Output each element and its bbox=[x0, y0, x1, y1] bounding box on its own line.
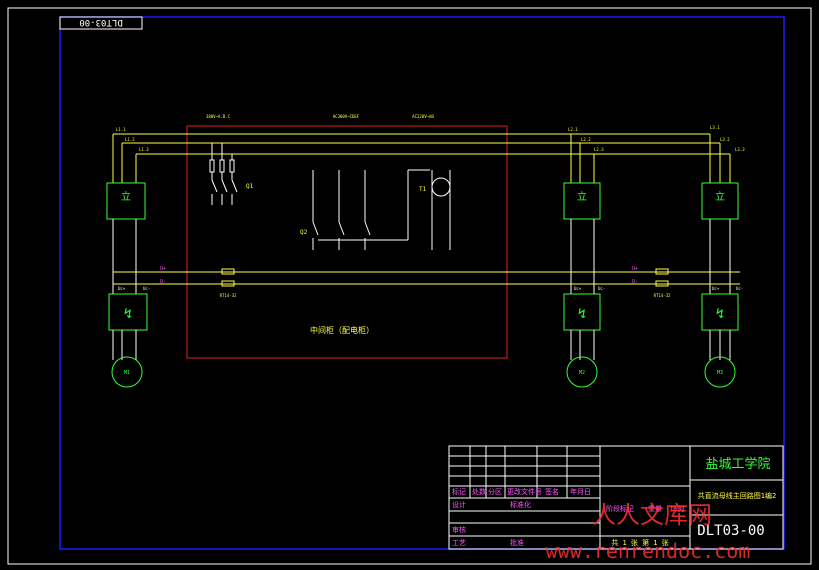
dc-minus-label: U- bbox=[160, 279, 166, 285]
rev-header: 签名 bbox=[545, 487, 559, 496]
bus-label: L3.2 bbox=[720, 137, 730, 142]
sheet-border-inner bbox=[59, 16, 785, 550]
role-label: 审核 bbox=[452, 525, 466, 534]
inverter-uc-label: Uc- bbox=[736, 286, 743, 291]
converter-to-inverter-links bbox=[112, 219, 731, 294]
right-header: 比例 bbox=[670, 504, 684, 513]
svg-text:↯: ↯ bbox=[124, 306, 132, 322]
inverter-left: ↯ bbox=[108, 293, 148, 331]
dc-minus-label-right: U- bbox=[632, 279, 638, 285]
rev-header: 年月日 bbox=[570, 487, 591, 496]
right-header: 阶段标记 bbox=[606, 504, 634, 513]
dc-plus-label: U+ bbox=[160, 266, 166, 272]
fuse-label-left: RT14-32 bbox=[220, 293, 237, 298]
sheet-border-outer bbox=[7, 7, 812, 565]
motor-left: M1 bbox=[111, 356, 143, 388]
svg-text:M3: M3 bbox=[717, 370, 723, 376]
mid-header: 标准化 bbox=[510, 500, 531, 509]
svg-text:立: 立 bbox=[715, 190, 725, 203]
bus-label: L2.2 bbox=[581, 137, 591, 142]
inverter-uc-label: Uc+ bbox=[574, 286, 582, 291]
bus-label: L3.1 bbox=[710, 125, 720, 130]
title-block bbox=[448, 445, 784, 550]
corner-code-box bbox=[59, 16, 143, 30]
converter-right: 立 bbox=[701, 182, 739, 220]
fuse-label-right: RT14-32 bbox=[654, 293, 671, 298]
ac-drops-left bbox=[112, 134, 137, 183]
dc-buses bbox=[113, 271, 740, 285]
svg-text:M2: M2 bbox=[579, 370, 585, 376]
drawing-title: 共直流母线主回路图1编2 bbox=[698, 491, 776, 500]
breaker-q1-label: Q1 bbox=[246, 183, 254, 190]
bus-label: L1.2 bbox=[125, 137, 135, 142]
breaker-q1 bbox=[209, 143, 238, 205]
role-label: 设计 bbox=[452, 500, 466, 509]
ac-drops-mid bbox=[570, 134, 595, 183]
bus-label: L3.3 bbox=[735, 147, 745, 152]
transformer-label: T1 bbox=[419, 186, 427, 193]
fuses-left bbox=[221, 268, 235, 287]
role-label: 工艺 bbox=[452, 539, 466, 547]
breaker-q2 bbox=[312, 169, 430, 250]
svg-text:立: 立 bbox=[577, 190, 587, 203]
inverter-uc-label: Uc+ bbox=[118, 286, 126, 291]
converter-mid: 立 bbox=[563, 182, 601, 220]
rev-header: 处数 bbox=[472, 487, 486, 496]
watermark-url: www.renrendoc.com bbox=[546, 539, 751, 563]
motor-right: M3 bbox=[704, 356, 736, 388]
top-label-mid2: AC220V~AB bbox=[412, 114, 434, 119]
transformer-t1 bbox=[431, 170, 451, 250]
inverter-uc-label: Uc- bbox=[143, 286, 150, 291]
motor-mid: M2 bbox=[566, 356, 598, 388]
svg-text:↯: ↯ bbox=[578, 306, 586, 322]
bus-label: L1.1 bbox=[116, 127, 126, 132]
svg-text:立: 立 bbox=[121, 190, 131, 203]
bus-label: L2.1 bbox=[568, 127, 578, 132]
rev-header: 分区 bbox=[488, 487, 502, 496]
converter-left: 立 bbox=[106, 182, 146, 220]
panel-label: 中间柜（配电柜） bbox=[310, 325, 374, 335]
ac-drops-right bbox=[709, 134, 731, 183]
inverter-uc-label: Uc- bbox=[598, 286, 605, 291]
inverter-right: ↯ bbox=[701, 293, 739, 331]
school-name: 盐城工学院 bbox=[705, 456, 770, 472]
svg-text:M1: M1 bbox=[124, 370, 130, 376]
svg-text:↯: ↯ bbox=[716, 306, 724, 322]
drawing-number: DLT03-00 bbox=[697, 523, 764, 539]
bus-label: L2.3 bbox=[594, 147, 604, 152]
mid-header: 批准 bbox=[510, 538, 524, 547]
rev-header: 更改文件号 bbox=[507, 487, 542, 496]
sheet-count: 共 1 张 第 1 张 bbox=[611, 538, 669, 547]
watermark-text: 人人文库网 bbox=[592, 501, 712, 529]
inverter-to-motor-links bbox=[112, 330, 731, 360]
breaker-q2-label: Q2 bbox=[300, 229, 308, 236]
bus-label: L1.3 bbox=[139, 147, 149, 152]
fuses-right bbox=[655, 268, 669, 287]
inverter-mid: ↯ bbox=[563, 293, 601, 331]
right-header: 重量 bbox=[648, 505, 662, 513]
top-label-left: 380V~A.B.C bbox=[206, 114, 231, 119]
dc-plus-label-right: U+ bbox=[632, 266, 638, 272]
top-label-mid1: AC380V~CDEF bbox=[333, 114, 360, 119]
corner-code: DLT03-00 bbox=[79, 17, 122, 27]
panel-box bbox=[186, 125, 508, 359]
ac-buses bbox=[113, 133, 730, 155]
inverter-uc-label: Uc+ bbox=[712, 286, 720, 291]
rev-header: 标记 bbox=[452, 487, 466, 496]
